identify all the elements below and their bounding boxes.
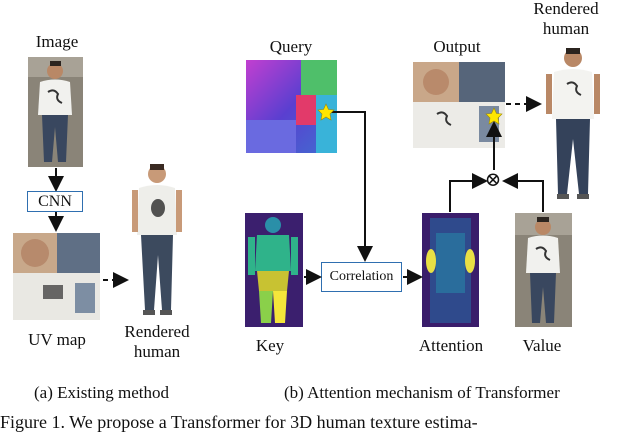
rendered-human-right-line1: Rendered (533, 0, 599, 18)
attention-label: Attention (418, 336, 484, 355)
uv-map-image (13, 233, 100, 320)
figure-caption: Figure 1. We propose a Transformer for 3… (0, 412, 478, 432)
input-photo (28, 57, 83, 167)
correlation-box: Correlation (321, 262, 402, 292)
key-image (245, 213, 303, 327)
rendered-human-left-line1: Rendered (124, 322, 190, 341)
attention-image (422, 213, 479, 327)
cnn-box: CNN (27, 191, 83, 212)
value-image (515, 213, 572, 327)
output-image (413, 62, 505, 148)
multiply-operator-icon: ⊗ (484, 169, 502, 191)
query-label: Query (269, 37, 313, 56)
value-label: Value (522, 336, 562, 355)
uv-map-label: UV map (28, 330, 86, 349)
output-star-icon (485, 107, 503, 125)
caption-right: (b) Attention mechanism of Transformer (284, 383, 560, 402)
query-star-icon (317, 103, 335, 121)
caption-left: (a) Existing method (34, 383, 170, 402)
rendered-human-right-line2: human (542, 19, 590, 38)
rendered-human-left-line2: human (133, 342, 181, 361)
rendered-human-right (545, 44, 601, 204)
rendered-human-left (131, 160, 183, 320)
image-label: Image (35, 32, 79, 51)
key-label: Key (255, 336, 285, 355)
output-label: Output (433, 37, 481, 56)
